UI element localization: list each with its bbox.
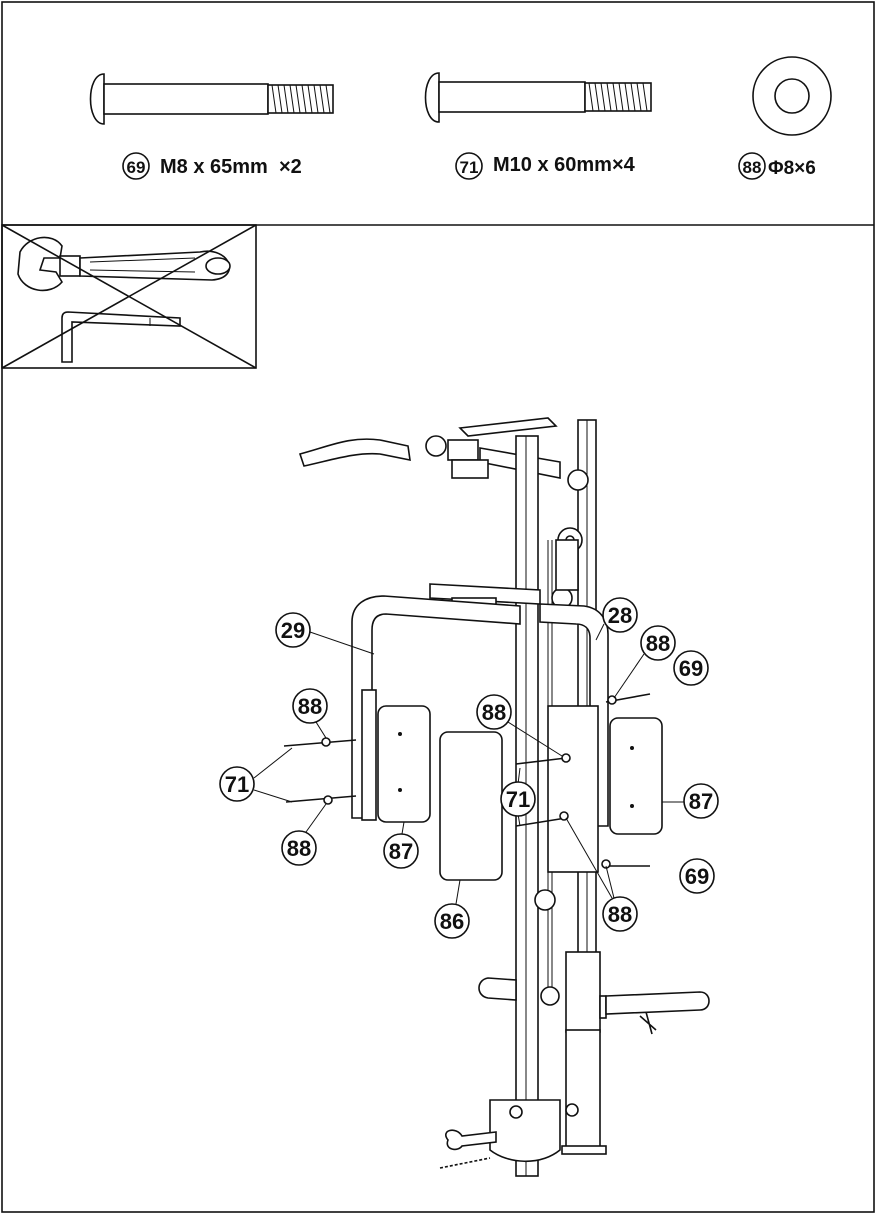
- arm-bracket: [547, 705, 599, 873]
- leader-line: [253, 789, 293, 803]
- callout-badge: [602, 896, 638, 932]
- leader-line: [595, 623, 605, 641]
- top-frame-beam: [458, 417, 558, 437]
- callout-86: 86: [440, 909, 464, 934]
- arm-pad-right: [609, 717, 663, 835]
- callout-88-center: 88: [482, 700, 506, 725]
- allen-key-icon: [61, 311, 181, 363]
- callout-badge: [275, 612, 311, 648]
- callout-29: 29: [281, 618, 305, 643]
- leader-line: [401, 821, 405, 835]
- callout-badge: [602, 597, 638, 633]
- arm-pad-left: [377, 705, 431, 823]
- bolt-71-center: [515, 753, 571, 827]
- part-number-badge: [455, 152, 483, 180]
- washer-icon: [321, 737, 331, 747]
- callout-88-bottom-right: 88: [608, 902, 632, 927]
- callout-badge: [500, 781, 536, 817]
- callout-69-top: 69: [679, 656, 703, 681]
- leader-line: [507, 721, 563, 757]
- callout-badge: [383, 833, 419, 869]
- leader-line: [309, 631, 375, 655]
- base-foot: [561, 1145, 607, 1155]
- part-number-badge: [738, 152, 766, 180]
- foot-post: [478, 977, 517, 1001]
- callout-71-center: 71: [506, 787, 530, 812]
- leader-line: [613, 653, 645, 699]
- hardware-88: 88 Φ8×6: [738, 56, 832, 180]
- callout-88-left-bottom: 88: [287, 836, 311, 861]
- low-pulley-housing: [489, 1099, 561, 1162]
- washer-icon: [752, 56, 832, 136]
- callout-69-bottom: 69: [685, 864, 709, 889]
- cross-out-line: [1, 224, 257, 369]
- ankle-strap-handle: [445, 1129, 497, 1151]
- callout-badge: [673, 650, 709, 686]
- callout-badge: [640, 625, 676, 661]
- leader-line: [455, 879, 461, 905]
- callouts: 29 28 88 69 88 88 71 71 88: [219, 597, 719, 939]
- chain-icon: [439, 1157, 491, 1169]
- machine-assembly-drawing: [283, 417, 710, 1177]
- callout-badge: [476, 694, 512, 730]
- leader-line: [605, 865, 615, 899]
- pulley-icon: [534, 889, 556, 911]
- part-spec: M8 x 65mm ×2: [160, 156, 302, 178]
- button-head-bolt-icon: [424, 72, 652, 123]
- callout-badge: [434, 903, 470, 939]
- callout-88-left-top: 88: [298, 694, 322, 719]
- callout-badge: [281, 830, 317, 866]
- part-spec: Φ8×6: [768, 158, 816, 179]
- bolt-71-left: [283, 737, 357, 805]
- leader-line: [253, 747, 293, 779]
- back-pad: [439, 731, 503, 881]
- tools-box: [1, 224, 257, 369]
- callout-88-top-right: 88: [646, 631, 670, 656]
- carriage: [565, 951, 601, 1033]
- pulley-icon: [567, 469, 589, 491]
- callout-badge: [683, 783, 719, 819]
- part-number: 69: [127, 158, 146, 177]
- callout-87-left: 87: [389, 839, 413, 864]
- adjustment-plate: [555, 539, 579, 591]
- callout-badge: [292, 688, 328, 724]
- part-number: 71: [460, 158, 479, 177]
- callout-28: 28: [608, 603, 632, 628]
- callout-badge: [219, 766, 255, 802]
- callout-71-left: 71: [225, 772, 249, 797]
- hardware-69: 69 M8 x 65mm ×2: [89, 73, 334, 180]
- washer-icon: [323, 795, 333, 805]
- washer-icon: [561, 753, 571, 763]
- leader-line: [305, 803, 327, 833]
- lat-pulldown-bar: [298, 435, 561, 479]
- weight-post: [605, 991, 710, 1015]
- part-number: 88: [743, 158, 762, 177]
- pulley-icon: [540, 986, 560, 1006]
- adjustable-wrench-icon: [17, 236, 231, 292]
- hardware-71: 71 M10 x 60mm×4: [424, 72, 652, 180]
- part-spec: M10 x 60mm×4: [493, 154, 636, 176]
- leader-line: [315, 721, 327, 739]
- button-head-bolt-icon: [89, 73, 334, 125]
- tools-not-required: [1, 224, 257, 369]
- callout-87-right: 87: [689, 789, 713, 814]
- callout-badge: [679, 858, 715, 894]
- part-number-badge: [122, 152, 150, 180]
- leader-line: [565, 817, 613, 899]
